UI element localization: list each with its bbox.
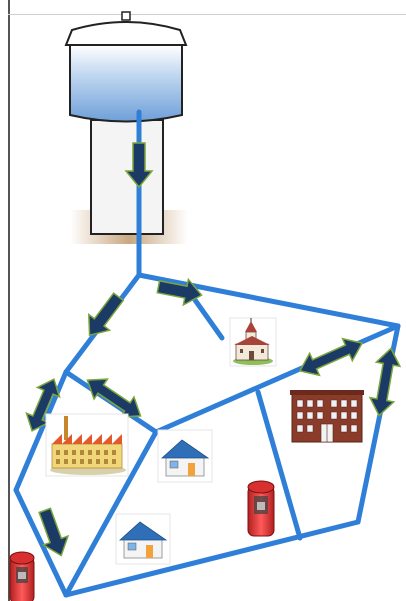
flow-arrow-tower-down [124, 142, 154, 189]
pipe-segment [63, 429, 159, 598]
tower-roof [64, 21, 188, 46]
tower-vent [121, 11, 131, 21]
flow-arrow-down-left [87, 292, 125, 337]
water-tower-icon [64, 11, 188, 244]
pipe-segment [63, 519, 361, 598]
pipe-segment [13, 487, 69, 598]
flow-arrow-right-vertical [368, 347, 402, 417]
fire-hydrant-icon [247, 480, 275, 537]
house-icon [115, 513, 171, 565]
left-border-line [8, 0, 10, 601]
flow-arrow-right-upper [298, 337, 364, 377]
flow-arrow-left-pipe [25, 378, 61, 432]
flow-arrow-bottom-left [38, 507, 70, 557]
fire-hydrant-icon [9, 551, 35, 601]
pipe-segment [255, 389, 303, 541]
flow-arrows [25, 142, 402, 557]
pipe-segment [192, 297, 225, 341]
apartment-building-icon [290, 390, 364, 443]
tower-tank [69, 44, 183, 123]
pipe-segment [136, 272, 401, 329]
flow-arrow-to-church [156, 277, 203, 307]
flow-arrow-diagonal-center [86, 378, 142, 418]
house-icon [157, 429, 213, 483]
top-border-line [8, 14, 406, 15]
factory-icon [45, 413, 129, 477]
church-icon [229, 317, 277, 367]
tower-column [90, 119, 164, 235]
